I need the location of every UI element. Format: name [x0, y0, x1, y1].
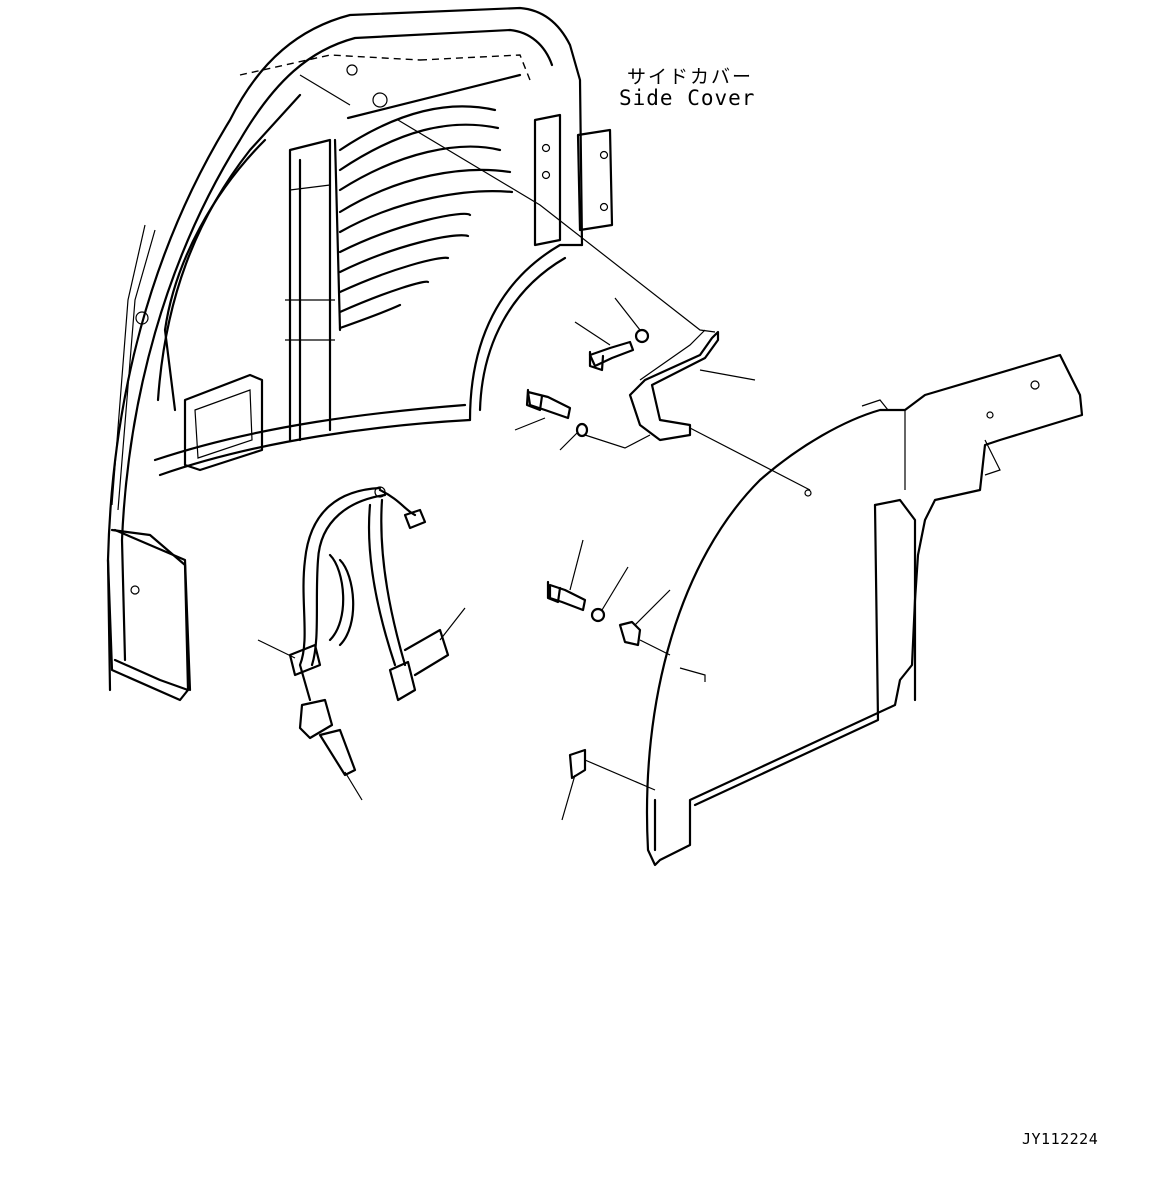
side-cover [645, 353, 1084, 867]
callout-label-japanese: サイドカバー [627, 66, 754, 88]
grille-louvers [333, 73, 522, 332]
bolt-upper-1 [588, 340, 635, 372]
cab-fender-body [106, 6, 614, 702]
bolt-lower [546, 580, 587, 612]
washer-upper-2 [575, 422, 589, 438]
washer-lower [590, 607, 606, 623]
wiring-harness [288, 486, 450, 777]
bolt-upper-2 [525, 388, 572, 420]
stay-bracket [628, 329, 720, 442]
washer-upper-1 [634, 328, 650, 344]
leader-lines [257, 74, 811, 821]
clip-bottom [568, 748, 587, 780]
nut-clip [618, 620, 642, 647]
drawing-code: JY112224 [1022, 1130, 1099, 1148]
callout-label-english: Side Cover [619, 86, 756, 110]
